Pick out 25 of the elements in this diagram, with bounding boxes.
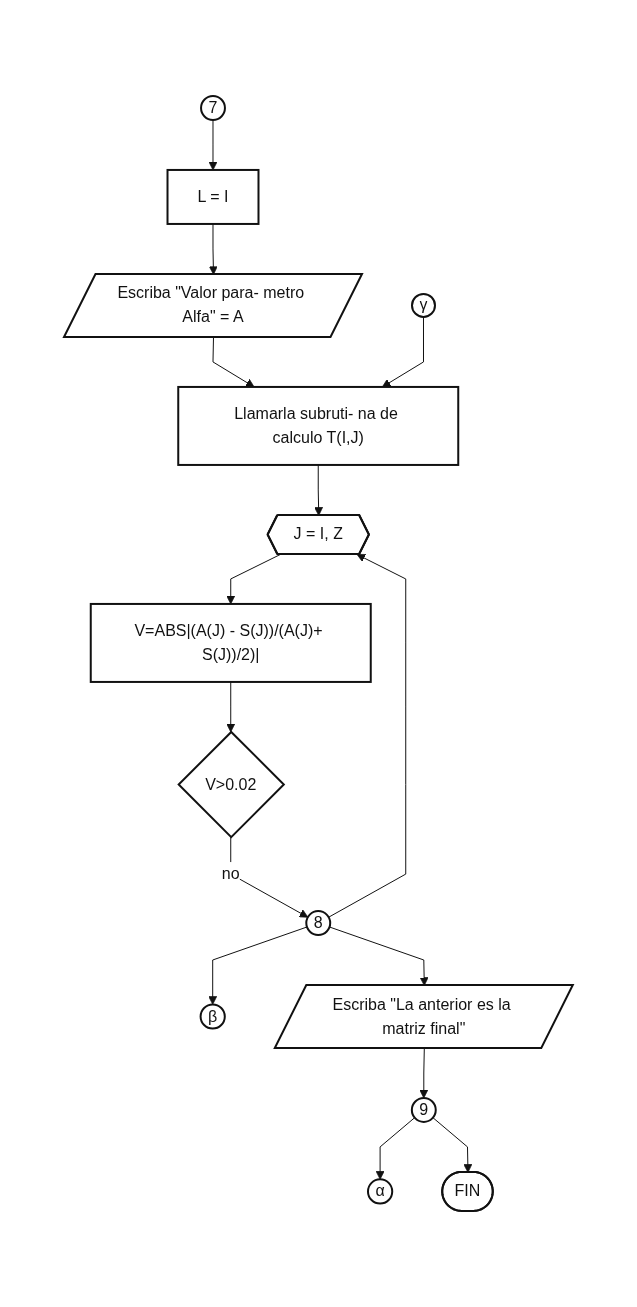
arrow [208,119,218,171]
arrow [208,926,308,1005]
edge-label: no [221,865,240,883]
arrow [314,464,324,516]
arrow [382,316,425,388]
node-circle: 8 [305,910,332,937]
node-diamond: V>0.02 [177,730,286,839]
arrow [226,681,236,733]
node-circle: β [199,1003,226,1030]
arrow [212,337,255,388]
node-circle: 9 [410,1097,437,1123]
arrow [329,926,429,986]
node-circle: α [367,1178,394,1205]
arrow [375,1117,416,1180]
node-circle: γ [411,293,437,318]
node-circle: 7 [200,95,227,121]
arrow [226,554,281,605]
arrow [209,223,218,275]
arrow [230,836,309,918]
arrow [328,554,407,918]
node-box: L = I [166,169,260,225]
arrow [419,1048,429,1099]
arrow [432,1117,473,1173]
node-box: V=ABS|(A(J) - S(J))/(A(J)+ S(J))/2)| [89,603,372,683]
node-box: Llamarla subruti- na de calculo T(I,J) [177,386,460,466]
